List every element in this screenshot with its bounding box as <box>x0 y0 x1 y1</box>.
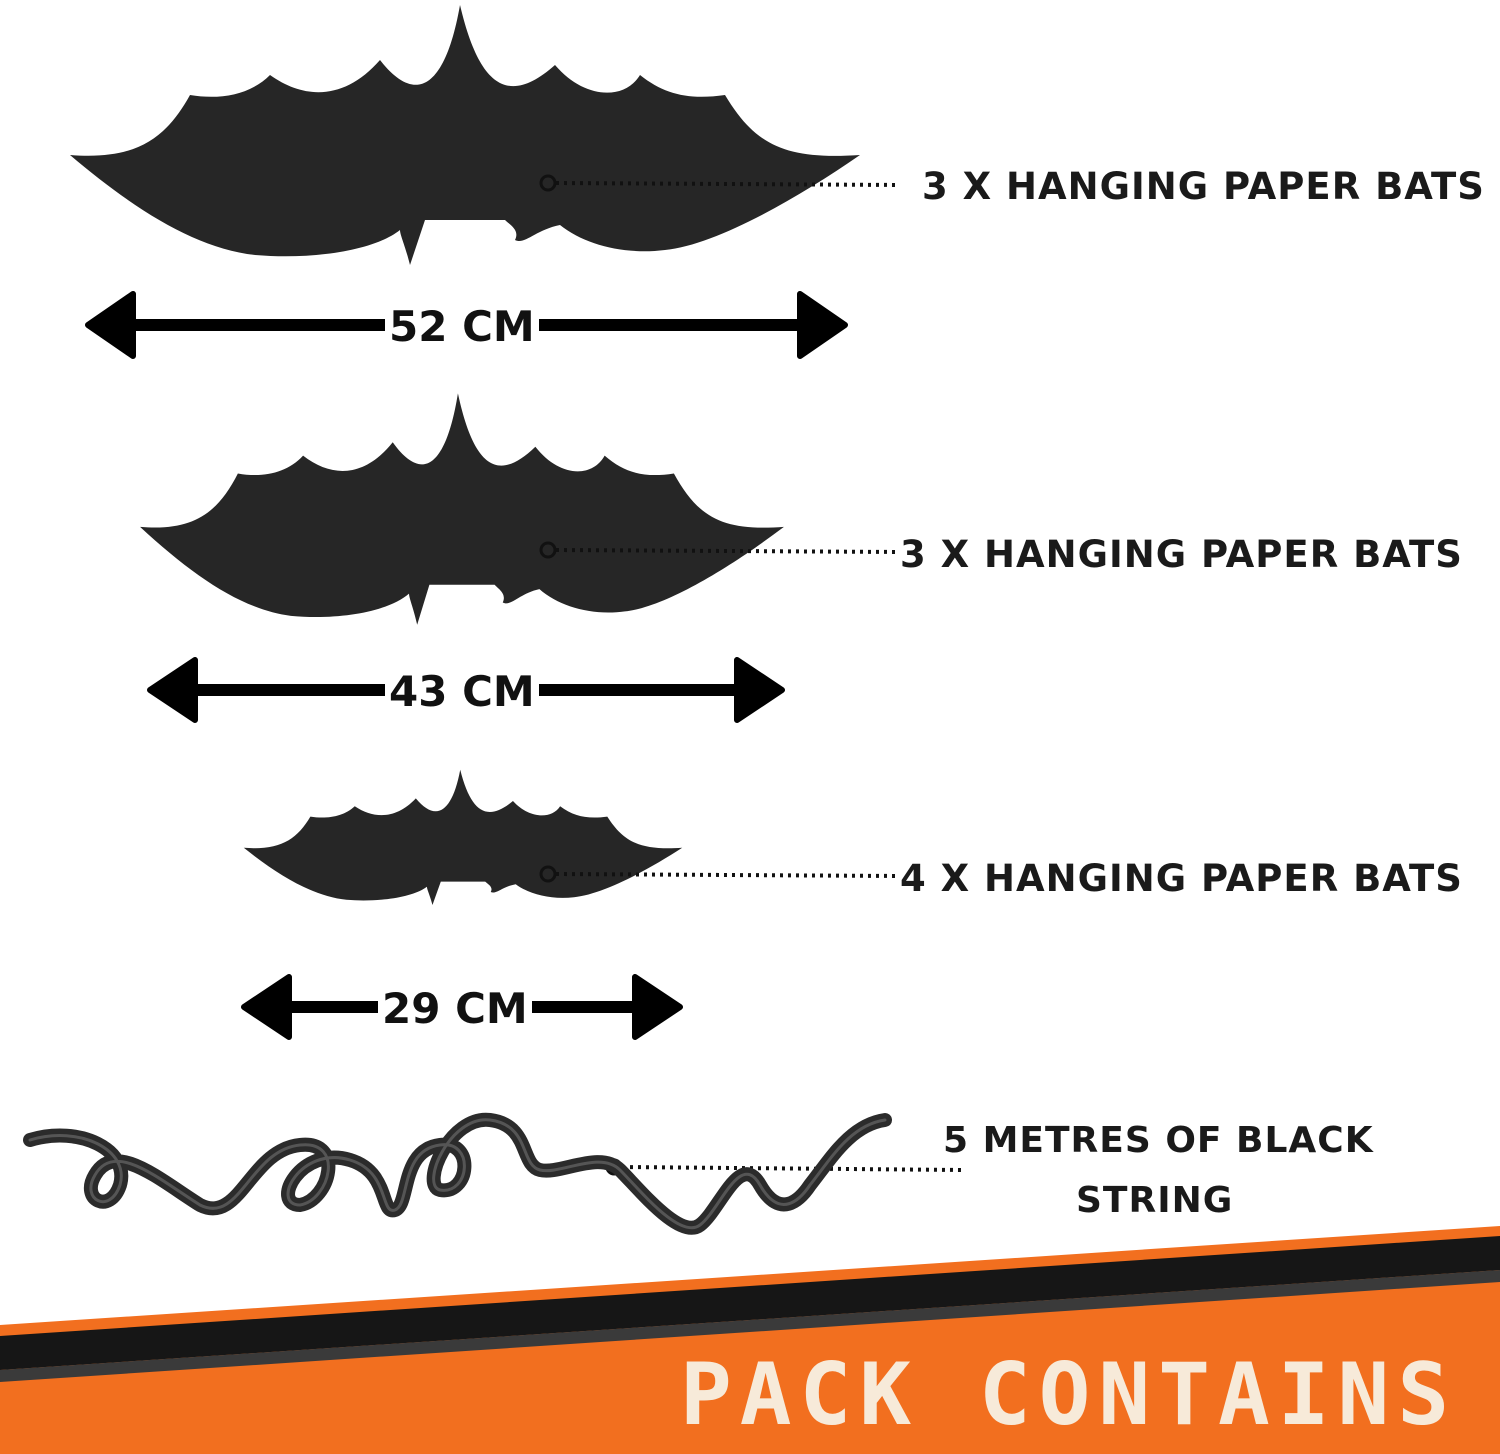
bat-medium-icon <box>140 393 784 625</box>
item-label-3: 4 X HANGING PAPER BATS <box>900 857 1463 900</box>
dimension-label-43cm: 43 CM <box>385 671 539 713</box>
bat-small-icon <box>243 769 683 905</box>
leader-line-2 <box>539 541 901 559</box>
bat-large-icon <box>70 5 860 265</box>
item-label-2: 3 X HANGING PAPER BATS <box>900 533 1463 576</box>
leader-line-3 <box>539 865 901 883</box>
item-label-4-line2: STRING <box>1076 1180 1234 1221</box>
leader-line-1 <box>539 174 901 192</box>
ribbon-icon <box>23 1112 892 1235</box>
banner-title: PACK CONTAINS <box>680 1345 1458 1445</box>
dimension-label-52cm: 52 CM <box>385 306 539 348</box>
dimension-label-29cm: 29 CM <box>378 988 532 1030</box>
leader-line-4 <box>605 1158 963 1176</box>
item-label-4-line1: 5 METRES OF BLACK <box>943 1120 1374 1161</box>
item-label-1: 3 X HANGING PAPER BATS <box>922 165 1485 208</box>
banner-background <box>0 1226 1500 1454</box>
